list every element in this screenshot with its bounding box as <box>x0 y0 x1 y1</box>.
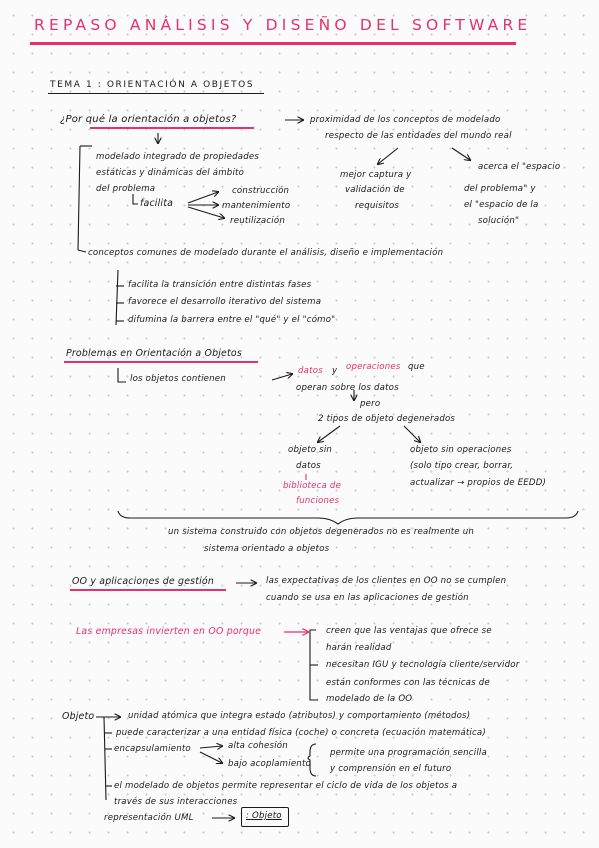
objeto-sin-datos-2: datos <box>296 461 321 471</box>
arrow-acerca <box>451 147 470 160</box>
brace-permite <box>307 743 317 777</box>
expectativas-line1: las expectativas de los clientes en OO n… <box>266 576 507 586</box>
objeto-label: Objeto <box>62 711 95 722</box>
entidad-fisica: puede caracterizar a una entidad física … <box>116 728 486 738</box>
captura-line3: requisitos <box>355 201 400 211</box>
bullet-barrera: difumina la barrera entre el "qué" y el … <box>128 315 336 325</box>
arrow-contienen <box>271 374 292 381</box>
objetos-contienen: los objetos contienen <box>130 374 226 384</box>
problemas-heading: Problemas en Orientación a Objetos <box>66 348 242 359</box>
biblioteca-line1: biblioteca de <box>283 481 342 491</box>
empresas-invierten: Las empresas invierten en OO porque <box>76 626 262 637</box>
encapsulamiento: encapsulamiento <box>114 744 191 754</box>
proximidad-line1: proximidad de los conceptos de modelado <box>310 115 501 125</box>
question-underline <box>90 127 254 129</box>
modelado-line1: modelado integrado de propiedades <box>96 152 260 162</box>
facilita-mantenimiento: mantenimiento <box>222 201 291 211</box>
facilita-reutilizacion: reutilización <box>230 216 285 226</box>
facilita-construccion: construcción <box>232 186 290 196</box>
conceptos-comunes: conceptos comunes de modelado durante el… <box>88 248 444 258</box>
arrow-captura <box>378 147 399 164</box>
operan-sobre: operan sobre los datos <box>296 383 399 393</box>
y-word: y <box>332 366 338 376</box>
modelado-objetos-1: el modelado de objetos permite represent… <box>114 781 458 791</box>
operaciones-word: operaciones <box>346 362 401 372</box>
permite-programacion: permite una programación sencilla <box>330 748 487 758</box>
sistema-line1: un sistema construido con objetos degene… <box>168 527 474 537</box>
que-word: que <box>408 362 425 372</box>
uml-object-label: : Objeto <box>246 811 282 821</box>
tema-underline <box>48 93 264 95</box>
title-underline <box>30 42 516 45</box>
arrow-alta <box>199 746 222 748</box>
tema-heading: TEMA 1 : ORIENTACIÓN A OBJETOS <box>50 80 255 90</box>
oo-gestion-underline <box>70 589 226 591</box>
arrow-f3 <box>187 206 224 218</box>
hook-contienen <box>117 368 126 383</box>
objeto-sin-operaciones-2: (solo tipo crear, borrar, <box>410 461 514 471</box>
modelado-line2: estáticas y dinámicas del ámbito <box>96 168 245 178</box>
bullet-transicion: facilita la transición entre distintas f… <box>128 280 312 290</box>
uml-object-box <box>241 807 289 827</box>
creen-line2: harán realidad <box>326 643 392 653</box>
bullet-iterativo: favorece el desarrollo iterativo del sis… <box>128 297 322 307</box>
acerca-line2: del problema" y <box>464 184 536 194</box>
captura-line2: validación de <box>345 185 405 195</box>
acerca-line4: solución" <box>478 216 520 226</box>
page-title: REPASO ANÁLISIS Y DISEÑO DEL SOFTWARE <box>34 16 532 34</box>
conformes-line1: están conformes con las técnicas de <box>326 678 490 688</box>
biblioteca-line2: funciones <box>296 496 340 506</box>
modelado-line3: del problema <box>96 184 156 194</box>
vline-s1 <box>77 145 81 251</box>
arrow-tipos-right <box>403 425 420 442</box>
proximidad-line2: respecto de las entidades del mundo real <box>325 131 512 141</box>
facilita-label: facilita <box>140 198 174 209</box>
conformes-line2: modelado de la OO <box>326 694 413 704</box>
comprension-futuro: y comprensión en el futuro <box>330 764 452 774</box>
arrow-tipos-left <box>318 425 341 442</box>
acerca-line3: el "espacio de la <box>464 200 539 210</box>
problemas-underline <box>64 361 258 363</box>
datos-word: datos <box>298 366 323 376</box>
objeto-sin-operaciones-1: objeto sin operaciones <box>410 445 512 455</box>
objeto-sin-datos-1: objeto sin <box>288 445 333 455</box>
tipos-degenerados: 2 tipos de objeto degenerados <box>318 414 456 424</box>
acerca-line1: acerca el "espacio <box>478 162 561 172</box>
hook-conceptos <box>77 249 87 253</box>
question: ¿Por qué la orientación a objetos? <box>60 114 237 125</box>
necesitan-igu: necesitan IGU y tecnología cliente/servi… <box>326 660 520 670</box>
bajo-acoplamiento: bajo acoplamiento <box>228 759 311 769</box>
hook-facilita <box>132 194 138 205</box>
pero-word: pero <box>360 399 381 409</box>
expectativas-line2: cuando se usa en las aplicaciones de ges… <box>266 593 469 603</box>
sistema-line2: sistema orientado a objetos <box>204 544 330 554</box>
objeto-sin-operaciones-3: actualizar → propios de EEDD) <box>410 478 547 488</box>
arrow-f1 <box>187 192 218 204</box>
representacion-uml: representación UML <box>104 813 194 823</box>
arrow-bajo <box>199 751 222 763</box>
oo-gestion-heading: OO y aplicaciones de gestión <box>72 576 214 587</box>
modelado-objetos-2: través de sus interacciones <box>114 797 238 807</box>
creen-line1: creen que las ventajas que ofrece se <box>326 626 492 636</box>
unidad-atomica: unidad atómica que integra estado (atrib… <box>128 711 471 721</box>
captura-line1: mejor captura y <box>340 170 412 180</box>
vline-bullets <box>115 269 119 326</box>
brace-sistema <box>117 510 579 525</box>
alta-cohesion: alta cohesión <box>228 741 288 751</box>
vline-objeto <box>103 716 107 801</box>
